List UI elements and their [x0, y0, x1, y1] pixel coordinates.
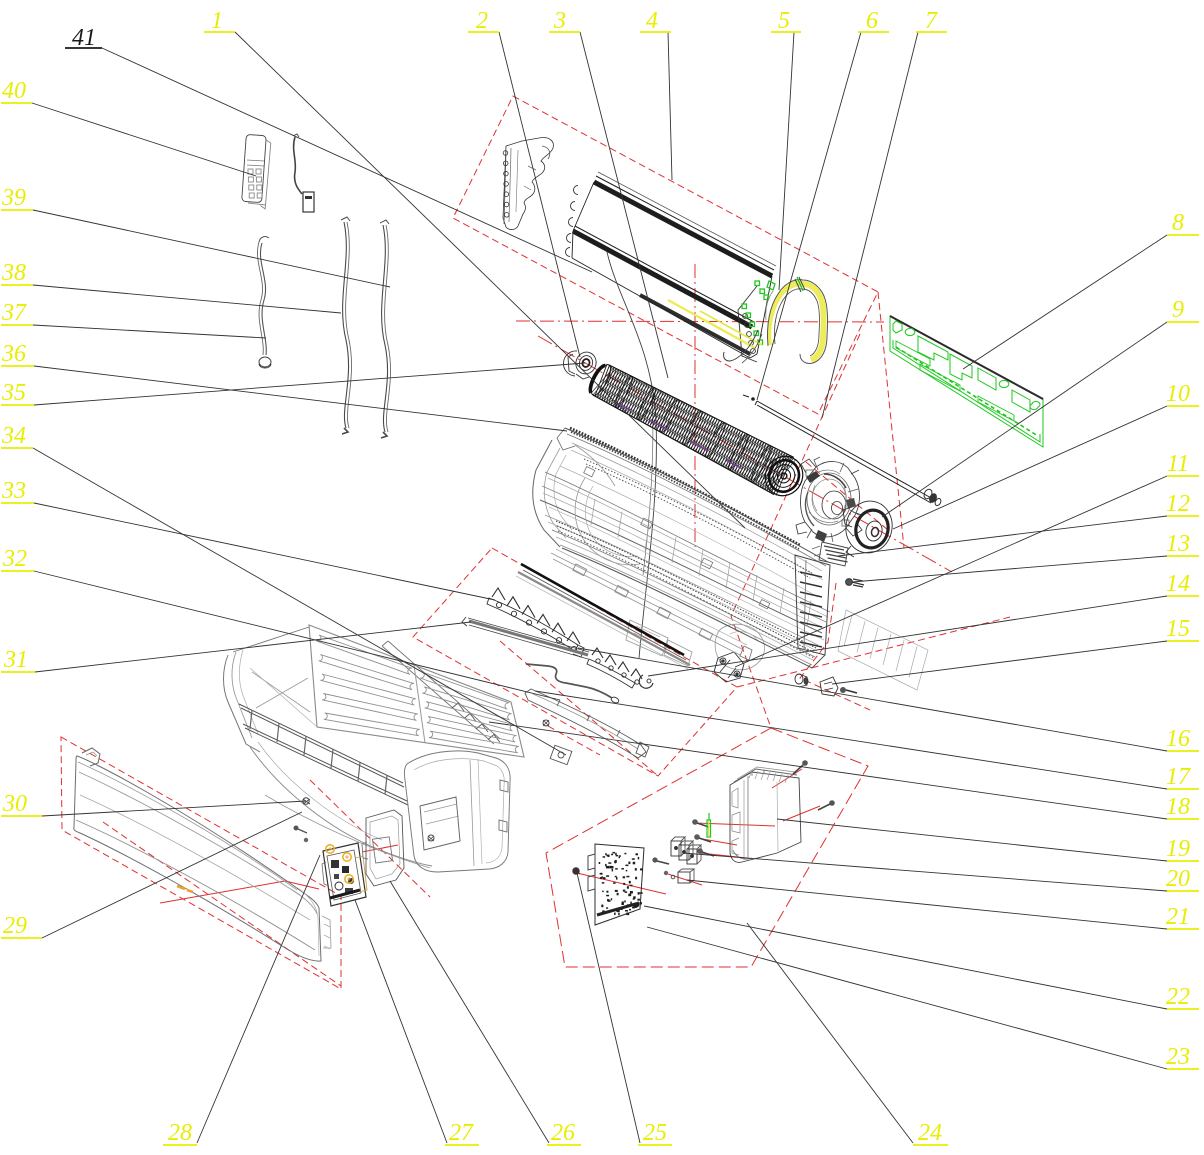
svg-text:35: 35 [1, 380, 26, 406]
svg-text:26: 26 [551, 1120, 575, 1146]
svg-text:13: 13 [1166, 531, 1190, 557]
svg-text:20: 20 [1166, 866, 1190, 892]
svg-text:19: 19 [1166, 836, 1190, 862]
svg-text:41: 41 [72, 25, 96, 51]
svg-text:23: 23 [1166, 1044, 1190, 1070]
svg-text:16: 16 [1166, 726, 1190, 752]
svg-text:21: 21 [1166, 904, 1190, 930]
svg-text:17: 17 [1166, 764, 1191, 790]
svg-text:9: 9 [1172, 297, 1184, 323]
svg-text:40: 40 [2, 78, 26, 104]
svg-text:10: 10 [1166, 381, 1190, 407]
svg-text:7: 7 [925, 8, 938, 34]
svg-text:36: 36 [1, 341, 26, 367]
svg-text:5: 5 [778, 8, 790, 34]
svg-text:31: 31 [3, 647, 28, 673]
svg-text:2: 2 [476, 8, 488, 34]
svg-text:15: 15 [1166, 616, 1190, 642]
svg-text:32: 32 [2, 546, 27, 572]
svg-text:30: 30 [2, 791, 27, 817]
svg-text:34: 34 [1, 423, 26, 449]
svg-text:6: 6 [866, 8, 878, 34]
svg-text:27: 27 [449, 1120, 474, 1146]
svg-text:25: 25 [643, 1120, 667, 1146]
svg-text:14: 14 [1166, 571, 1190, 597]
svg-text:38: 38 [1, 260, 26, 286]
svg-text:33: 33 [1, 478, 26, 504]
svg-text:4: 4 [646, 8, 658, 34]
svg-text:37: 37 [1, 300, 27, 326]
svg-text:29: 29 [3, 913, 27, 939]
svg-text:12: 12 [1166, 491, 1190, 517]
svg-text:22: 22 [1166, 984, 1190, 1010]
svg-text:28: 28 [168, 1120, 192, 1146]
svg-text:3: 3 [553, 8, 566, 34]
svg-text:18: 18 [1166, 794, 1190, 820]
svg-text:8: 8 [1172, 210, 1184, 236]
svg-text:24: 24 [918, 1120, 942, 1146]
svg-text:11: 11 [1167, 451, 1189, 477]
svg-text:39: 39 [1, 185, 26, 211]
svg-text:1: 1 [211, 8, 223, 34]
